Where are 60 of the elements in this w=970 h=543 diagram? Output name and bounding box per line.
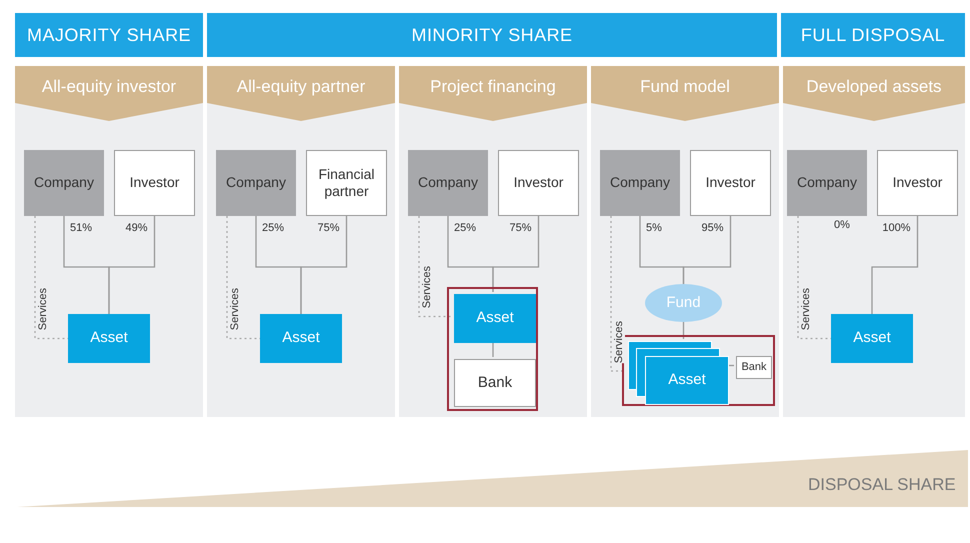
investor-box: Financial partner xyxy=(306,150,387,216)
asset-box: Asset xyxy=(831,314,913,363)
investor-box: Investor xyxy=(690,150,771,216)
model-panel xyxy=(783,66,965,417)
dotted-connector xyxy=(797,216,831,340)
edge-label: 25% xyxy=(262,223,284,234)
investor-box: Investor xyxy=(498,150,579,216)
model-panel xyxy=(15,66,203,417)
dotted-connector xyxy=(418,216,452,318)
connector-line xyxy=(727,364,734,366)
edge-label: 100% xyxy=(882,223,910,234)
bank-box: Bank xyxy=(736,356,772,379)
model-panel xyxy=(207,66,395,417)
connector-line xyxy=(108,216,156,314)
connector-line xyxy=(682,216,732,284)
edge-label: Services xyxy=(38,288,49,330)
company-box: Company xyxy=(216,150,296,216)
fund-ellipse: Fund xyxy=(645,284,722,322)
edge-label: Services xyxy=(422,266,433,308)
edge-label: 95% xyxy=(701,223,724,234)
category-band: MAJORITY SHARE xyxy=(15,13,203,57)
group-frame xyxy=(622,335,775,406)
dotted-connector xyxy=(34,216,68,340)
bank-box: Bank xyxy=(454,359,536,407)
edge-label: Services xyxy=(230,288,241,330)
panel-heading: Developed assets xyxy=(805,76,943,98)
connector-line xyxy=(871,216,918,314)
model-panel xyxy=(591,66,779,417)
panel-heading: Project financing xyxy=(429,76,557,98)
panel-heading: All-equity investor xyxy=(40,76,178,98)
percent-label: 0% xyxy=(834,220,850,231)
connector-line xyxy=(300,216,348,314)
company-box: Company xyxy=(24,150,104,216)
asset-box: Asset xyxy=(260,314,342,363)
edge-label: 25% xyxy=(454,223,476,234)
connector-line xyxy=(682,322,684,339)
investor-box: Investor xyxy=(114,150,195,216)
dotted-connector xyxy=(226,216,260,340)
model-panel xyxy=(399,66,587,417)
edge-label: 75% xyxy=(509,223,532,234)
edge-label: 51% xyxy=(70,223,92,234)
company-box: Company xyxy=(408,150,488,216)
axis-label: DISPOSAL SHARE xyxy=(808,474,956,496)
edge-label: 49% xyxy=(125,223,148,234)
category-band: MINORITY SHARE xyxy=(207,13,777,57)
panel-heading: All-equity partner xyxy=(236,76,366,98)
edge-label: Services xyxy=(614,320,625,363)
edge-label: 75% xyxy=(317,223,340,234)
asset-box: Asset xyxy=(454,294,536,343)
investor-box: Investor xyxy=(877,150,958,216)
category-band: FULL DISPOSAL xyxy=(781,13,965,57)
connector-line xyxy=(492,216,540,292)
company-box: Company xyxy=(787,150,867,216)
group-frame xyxy=(447,287,538,411)
company-box: Company xyxy=(600,150,680,216)
edge-label: 5% xyxy=(646,223,662,234)
asset-box: Asset xyxy=(68,314,150,363)
connector-line xyxy=(492,341,494,357)
panel-heading: Fund model xyxy=(639,76,731,98)
edge-label: Services xyxy=(801,288,812,330)
